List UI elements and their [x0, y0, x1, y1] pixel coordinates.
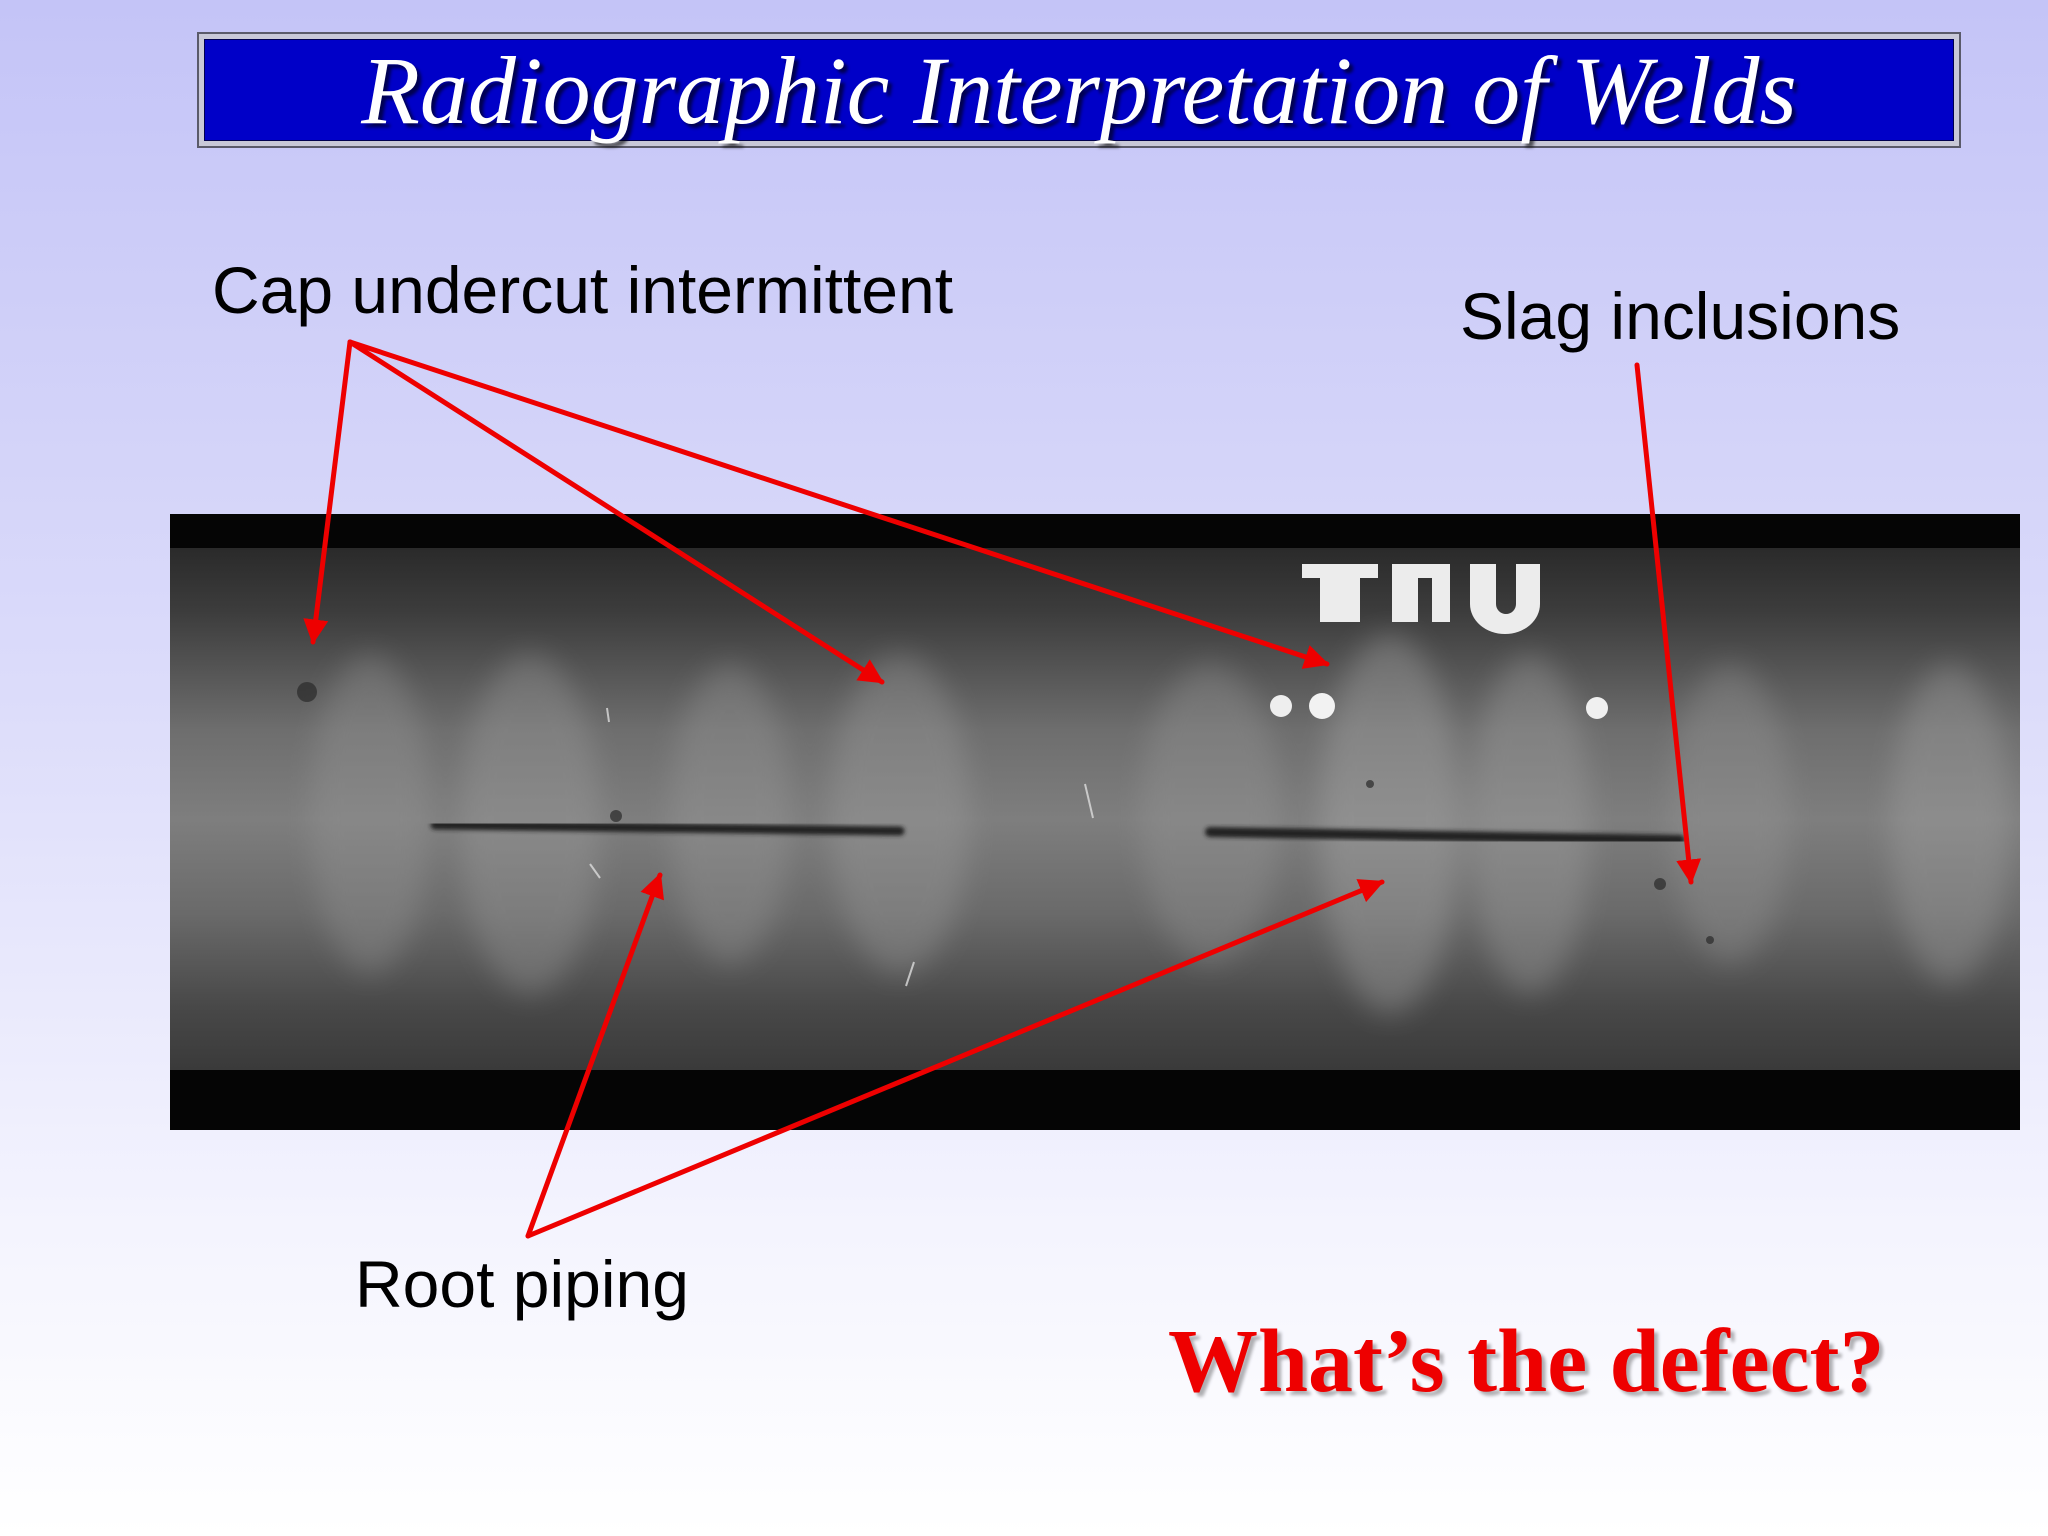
title-banner-inner: Radiographic Interpretation of Welds	[204, 37, 1954, 144]
arrow-root-piping-1	[525, 872, 665, 1239]
slide-title: Radiographic Interpretation of Welds	[361, 36, 1797, 144]
arrow-cap-undercut-3	[347, 339, 1330, 669]
title-banner: Radiographic Interpretation of Welds	[197, 32, 1961, 148]
arrow-slag-inclusions	[1634, 362, 1702, 885]
arrow-root-piping-2	[525, 879, 1385, 1239]
label-cap-undercut: Cap undercut intermittent	[212, 253, 954, 327]
film-marker-letters	[1302, 564, 1540, 634]
weld-radiograph-image	[170, 514, 2020, 1130]
arrow-cap-undercut-2	[347, 339, 885, 685]
root-piping-line	[430, 820, 1685, 845]
film-scratches	[589, 707, 1094, 987]
question-text: What’s the defect?	[1168, 1312, 1885, 1411]
label-root-piping: Root piping	[355, 1247, 689, 1321]
marker-dot	[1270, 695, 1292, 717]
marker-dot	[1586, 697, 1608, 719]
radiograph-film	[170, 548, 2020, 1070]
slag-spots	[297, 682, 1714, 944]
label-slag-inclusions: Slag inclusions	[1460, 279, 1901, 353]
weld-ripples	[310, 634, 2010, 1014]
marker-dot	[1309, 693, 1335, 719]
arrow-cap-undercut-1	[303, 339, 353, 645]
